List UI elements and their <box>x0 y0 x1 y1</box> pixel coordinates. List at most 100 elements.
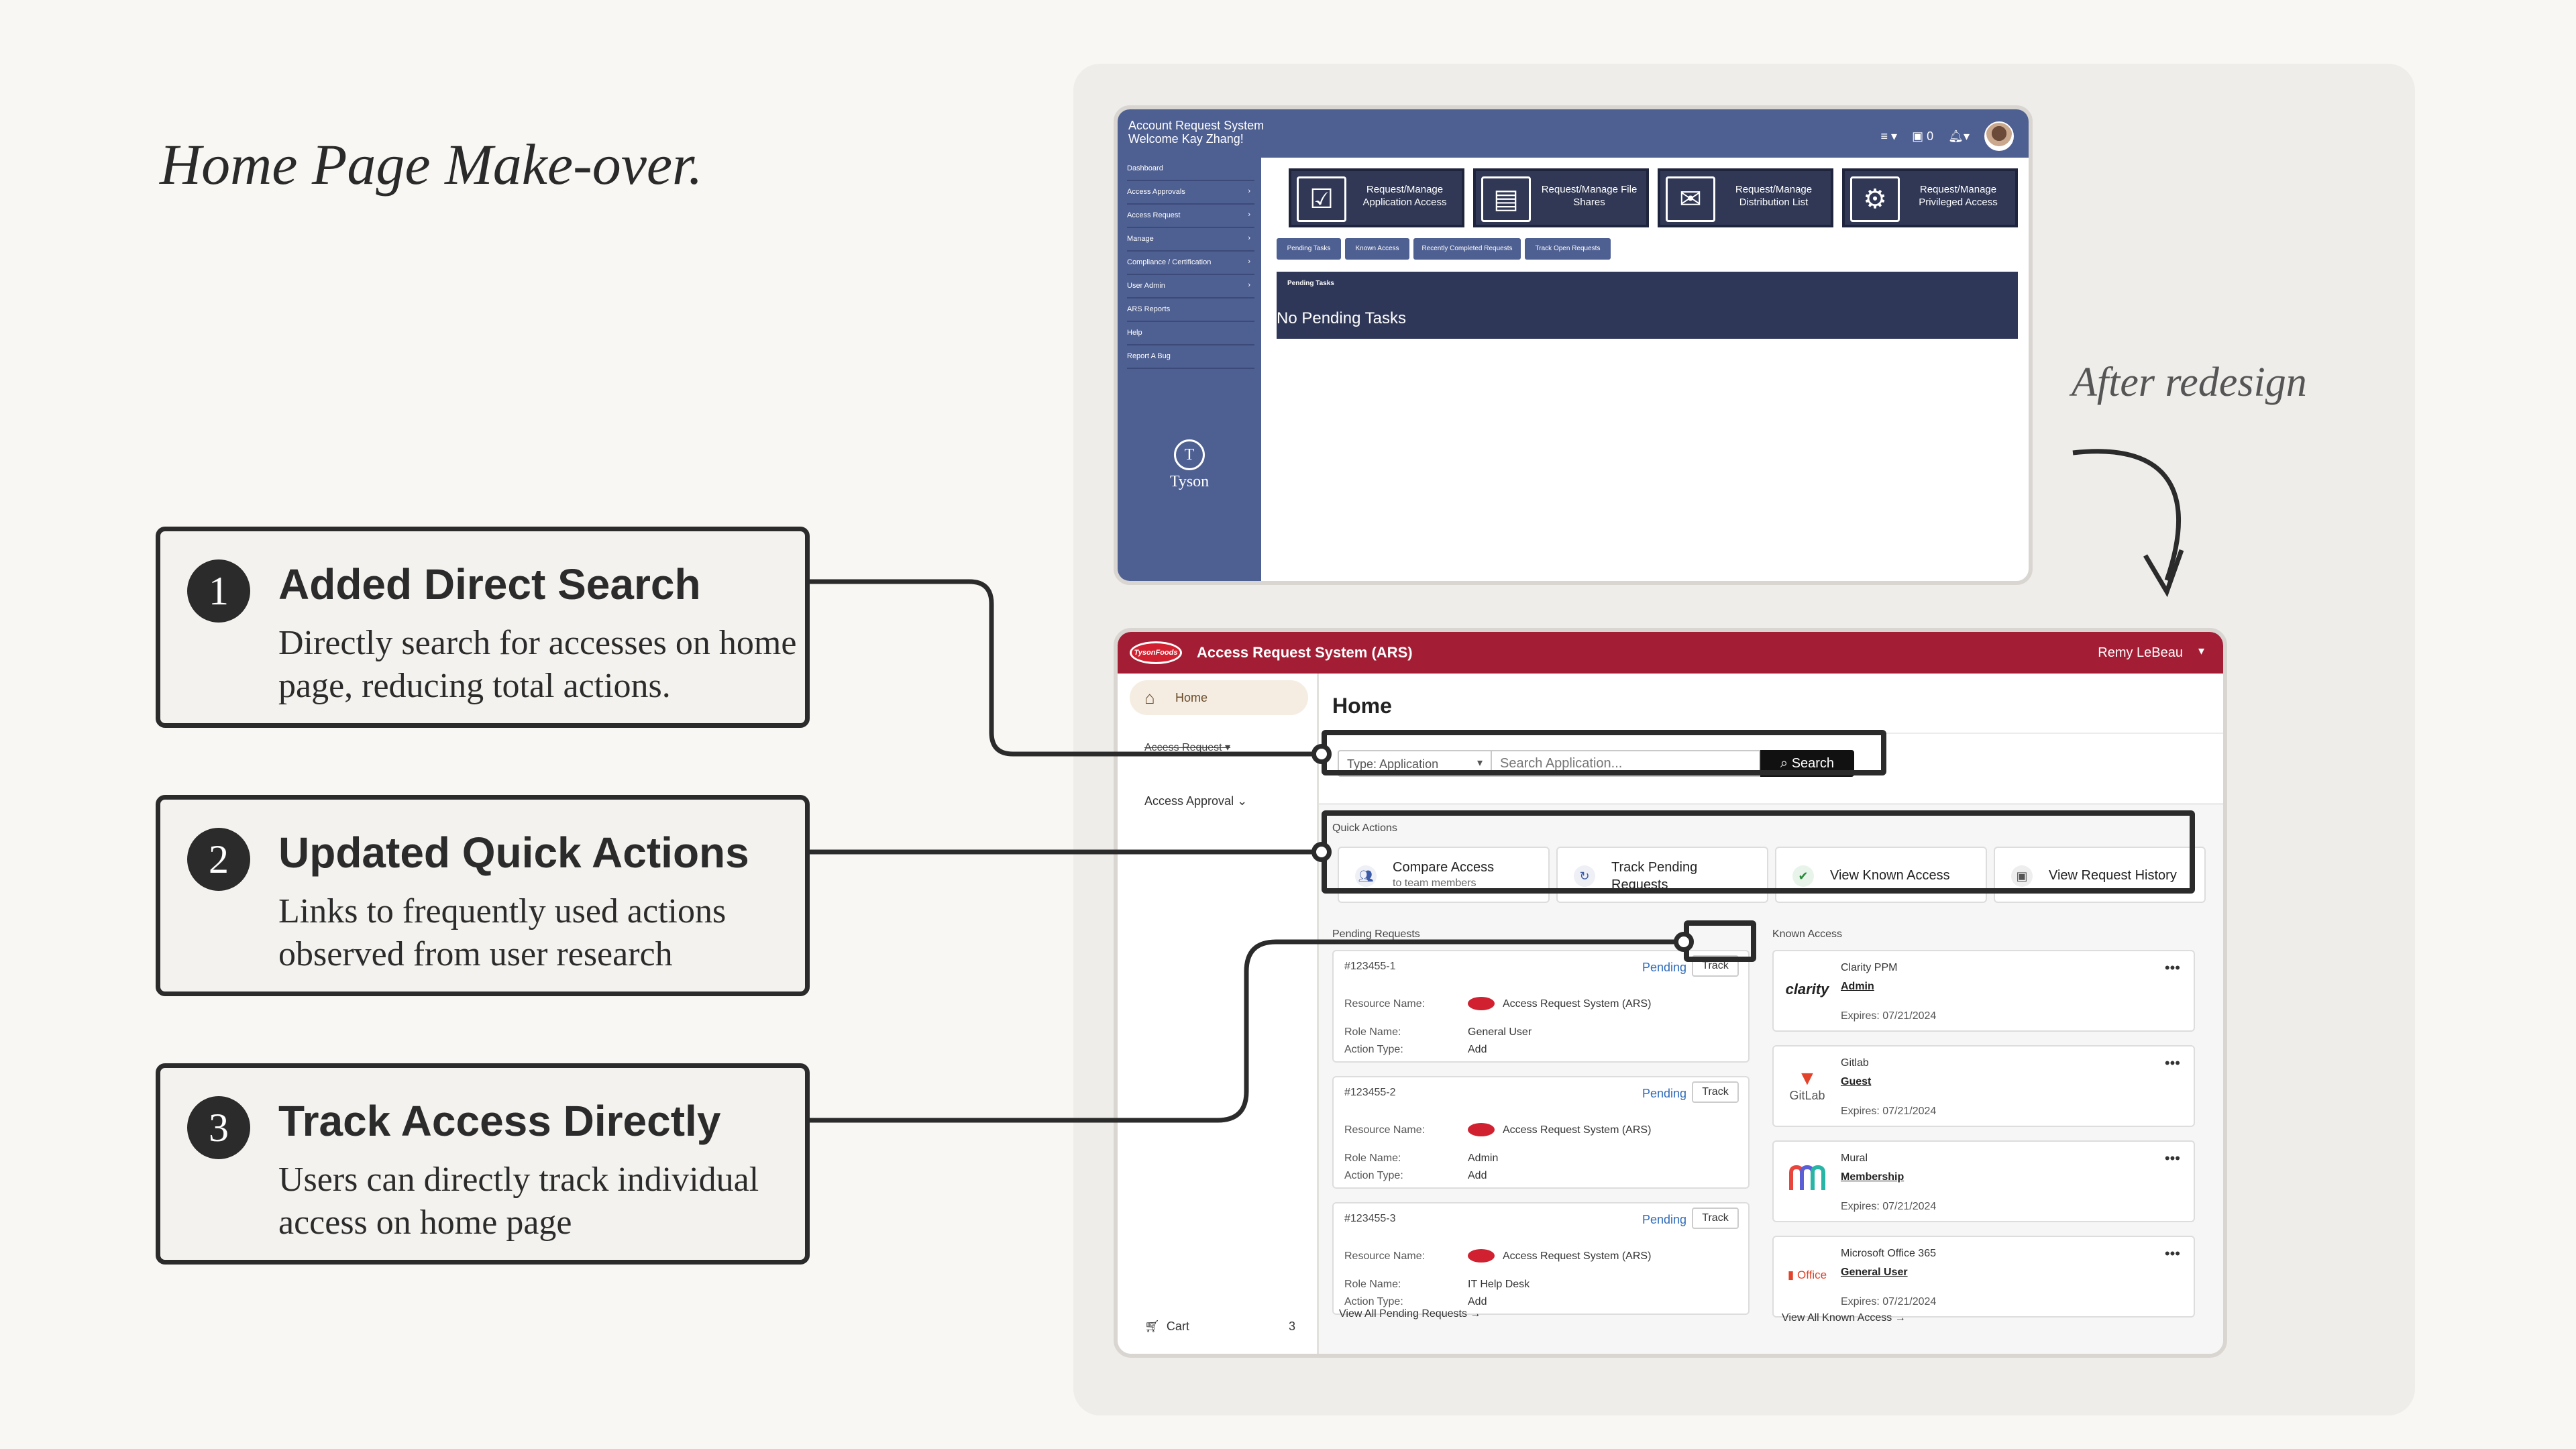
view-all-known-link[interactable]: View All Known Access → <box>1782 1312 1906 1324</box>
tile-distribution-list[interactable]: ✉ Request/Manage Distribution List <box>1658 168 1833 227</box>
connector-dot <box>1311 842 1332 862</box>
before-nav-access-request[interactable]: Access Request› <box>1127 205 1254 228</box>
annotation-number: 3 <box>187 1096 250 1159</box>
cart-count: 3 <box>1289 1320 1296 1333</box>
before-nav-report-bug[interactable]: Report A Bug <box>1127 345 1254 369</box>
archive-icon: ▣ <box>2011 865 2033 887</box>
status-badge: Pending <box>1642 1213 1686 1226</box>
annotation-description: Directly search for accesses on home pag… <box>278 624 797 705</box>
annotation-track-access: 3 Track Access Directly Users can direct… <box>156 1063 810 1265</box>
pending-requests-label: Pending Requests <box>1332 928 1420 940</box>
tab-pending-tasks[interactable]: Pending Tasks <box>1277 238 1341 260</box>
before-nav-user-admin[interactable]: User Admin› <box>1127 275 1254 299</box>
bell-icon[interactable]: 🔔︎▾ <box>1948 129 1970 143</box>
annotation-number: 1 <box>187 559 250 623</box>
track-button[interactable]: Track <box>1692 1208 1739 1229</box>
annotation-title: Updated Quick Actions <box>278 828 749 877</box>
more-options-icon[interactable]: ••• <box>2164 959 2180 976</box>
chevron-right-icon: › <box>1248 234 1250 242</box>
annotation-description: Users can directly track individual acce… <box>278 1161 759 1242</box>
connector-dot <box>1674 932 1694 952</box>
cart-count: 0 <box>1927 129 1934 143</box>
annotation-direct-search: 1 Added Direct Search Directly search fo… <box>156 527 810 728</box>
home-icon: ⌂ <box>1144 688 1155 708</box>
chevron-down-icon: ⌄ <box>1237 794 1248 808</box>
known-access-card: clarity Clarity PPM Admin Expires: 07/21… <box>1772 950 2195 1032</box>
track-button[interactable]: Track <box>1692 1081 1739 1103</box>
tyson-logo-icon: T <box>1174 439 1205 470</box>
before-welcome: Welcome Kay Zhang! <box>1128 132 1244 146</box>
quick-action-compare-access[interactable]: 👥︎ Compare Access to team members <box>1338 847 1550 903</box>
known-access-card: ▮ Office Microsoft Office 365 General Us… <box>1772 1236 2195 1318</box>
fox-icon: ▼ <box>1797 1067 1817 1089</box>
after-redesign-label: After redesign <box>2072 360 2307 405</box>
tile-file-shares[interactable]: ▤ Request/Manage File Shares <box>1473 168 1649 227</box>
quick-actions-label: Quick Actions <box>1332 822 1397 834</box>
tab-known-access[interactable]: Known Access <box>1345 238 1409 260</box>
before-top-icons: ≡ ▾ ▣ 0 🔔︎▾ <box>1881 121 2014 151</box>
arrow-right-icon: → <box>1470 1308 1481 1320</box>
sidebar-item-home[interactable]: ⌂ Home <box>1130 680 1308 715</box>
page-heading: Home Page Make-over. <box>160 132 703 197</box>
before-pending-panel: Pending Tasks No Pending Tasks <box>1277 272 2018 339</box>
user-name[interactable]: Remy LeBeau <box>2098 645 2183 660</box>
before-nav-ars-reports[interactable]: ARS Reports <box>1127 299 1254 322</box>
pending-request-card: #123455-1 Pending Track Resource Name: A… <box>1332 950 1750 1063</box>
menu-icon[interactable]: ≡ ▾ <box>1880 129 1898 143</box>
before-nav-help[interactable]: Help <box>1127 322 1254 345</box>
more-options-icon[interactable]: ••• <box>2164 1245 2180 1262</box>
after-top-bar: TysonFoods Access Request System (ARS) R… <box>1118 632 2223 674</box>
tab-recently-completed[interactable]: Recently Completed Requests <box>1413 238 1521 260</box>
chevron-right-icon: › <box>1248 211 1250 219</box>
cart-icon[interactable]: ▣ 0 <box>1912 129 1934 143</box>
before-screen: Account Request System Welcome Kay Zhang… <box>1114 105 2033 585</box>
chevron-right-icon: › <box>1248 258 1250 266</box>
annotation-number: 2 <box>187 828 250 891</box>
clarity-logo: clarity <box>1785 981 1829 998</box>
ars-logo-icon <box>1468 1249 1495 1263</box>
shield-check-icon: ✔ <box>1792 865 1814 887</box>
checklist-icon: ☑ <box>1297 176 1346 222</box>
connector-dot <box>1311 744 1332 764</box>
quick-action-view-request-history[interactable]: ▣ View Request History <box>1994 847 2206 903</box>
tab-track-open[interactable]: Track Open Requests <box>1525 238 1611 260</box>
cart-icon: 🛒︎ <box>1144 1320 1160 1333</box>
annotation-title: Added Direct Search <box>278 560 701 608</box>
more-options-icon[interactable]: ••• <box>2164 1150 2180 1167</box>
tile-privileged-access[interactable]: ⚙ Request/Manage Privileged Access <box>1842 168 2018 227</box>
type-select[interactable]: Type: Application▾ <box>1338 750 1492 777</box>
before-app-title: Account Request System <box>1128 119 1265 132</box>
office-logo: ▮ Office <box>1787 1269 1827 1281</box>
ars-logo-icon <box>1468 997 1495 1010</box>
sidebar-item-access-approval[interactable]: Access Approval ⌄ <box>1144 794 1248 808</box>
caret-down-icon[interactable]: ▾ <box>2198 644 2204 657</box>
annotation-quick-actions: 2 Updated Quick Actions Links to frequen… <box>156 795 810 996</box>
known-access-card: Mural Membership Expires: 07/21/2024 ••• <box>1772 1140 2195 1222</box>
before-nav-dashboard[interactable]: Dashboard <box>1127 158 1254 181</box>
view-all-pending-link[interactable]: View All Pending Requests → <box>1339 1308 1481 1320</box>
annotation-description: Links to frequently used actions observe… <box>278 892 727 973</box>
tile-application-access[interactable]: ☑ Request/Manage Application Access <box>1289 168 1464 227</box>
after-sidebar: ⌂ Home Access Request ▾ Access Approval … <box>1118 674 1319 1354</box>
mural-logo <box>1780 1163 1834 1197</box>
before-sidebar: Dashboard Access Approvals› Access Reque… <box>1118 158 1261 581</box>
chevron-right-icon: › <box>1248 187 1250 195</box>
annotation-title: Track Access Directly <box>278 1097 721 1145</box>
known-access-label: Known Access <box>1772 928 1843 940</box>
sidebar-item-access-request[interactable]: Access Request ▾ <box>1144 742 1231 753</box>
pending-request-card: #123455-2 Pending Track Resource Name: A… <box>1332 1076 1750 1189</box>
sidebar-item-cart[interactable]: 🛒︎ Cart <box>1144 1320 1189 1333</box>
status-badge: Pending <box>1642 1087 1686 1100</box>
more-options-icon[interactable]: ••• <box>2164 1055 2180 1071</box>
before-top-bar: Account Request System Welcome Kay Zhang… <box>1118 109 2029 158</box>
avatar[interactable] <box>1984 121 2014 151</box>
tyson-logo: T Tyson <box>1118 439 1261 491</box>
caret-down-icon: ▾ <box>1477 757 1483 769</box>
before-nav-manage[interactable]: Manage› <box>1127 228 1254 252</box>
quick-action-view-known-access[interactable]: ✔ View Known Access <box>1775 847 1987 903</box>
track-button[interactable]: Track <box>1692 955 1739 977</box>
tyson-foods-logo: TysonFoods <box>1130 641 1182 664</box>
refresh-icon: ↻ <box>1574 865 1595 887</box>
before-nav-compliance[interactable]: Compliance / Certification› <box>1127 252 1254 275</box>
before-nav-access-approvals[interactable]: Access Approvals› <box>1127 181 1254 205</box>
